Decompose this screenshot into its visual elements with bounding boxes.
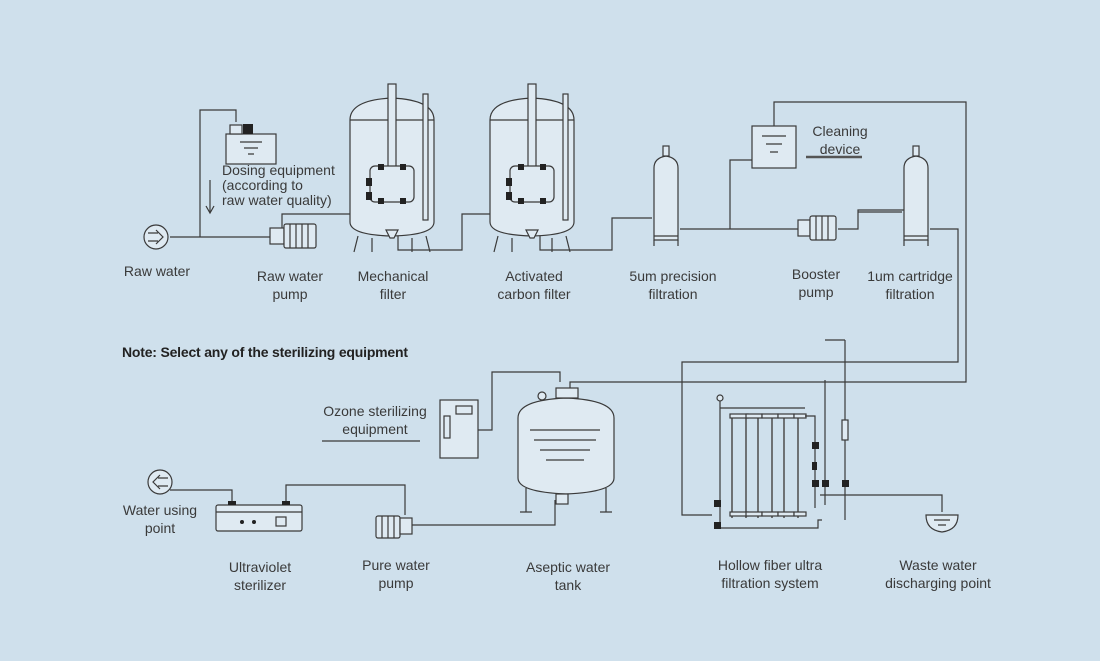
raw-water-pump-icon (269, 223, 317, 249)
raw-water-inlet-icon (143, 224, 169, 250)
precision-filter-icon (653, 145, 679, 246)
aseptic-tank-icon (517, 387, 615, 513)
cleaning-device-icon (751, 125, 862, 169)
cartridge-filter-icon (903, 145, 929, 246)
water-using-point-icon (147, 469, 173, 495)
waste-discharge-icon (925, 514, 959, 533)
label-raw-water: Raw water (123, 263, 191, 279)
note-text: Note: Select any of the sterilizing equi… (122, 344, 408, 360)
activated-carbon-filter-icon (489, 83, 575, 253)
dosing-equipment-icon (225, 124, 277, 165)
hollow-fiber-system-icon (714, 380, 849, 529)
uv-sterilizer-icon (215, 501, 303, 532)
booster-pump-icon (797, 215, 837, 241)
ozone-sterilizer-icon (322, 399, 479, 459)
mechanical-filter-icon (349, 83, 435, 253)
pure-water-pump-icon (375, 515, 413, 539)
